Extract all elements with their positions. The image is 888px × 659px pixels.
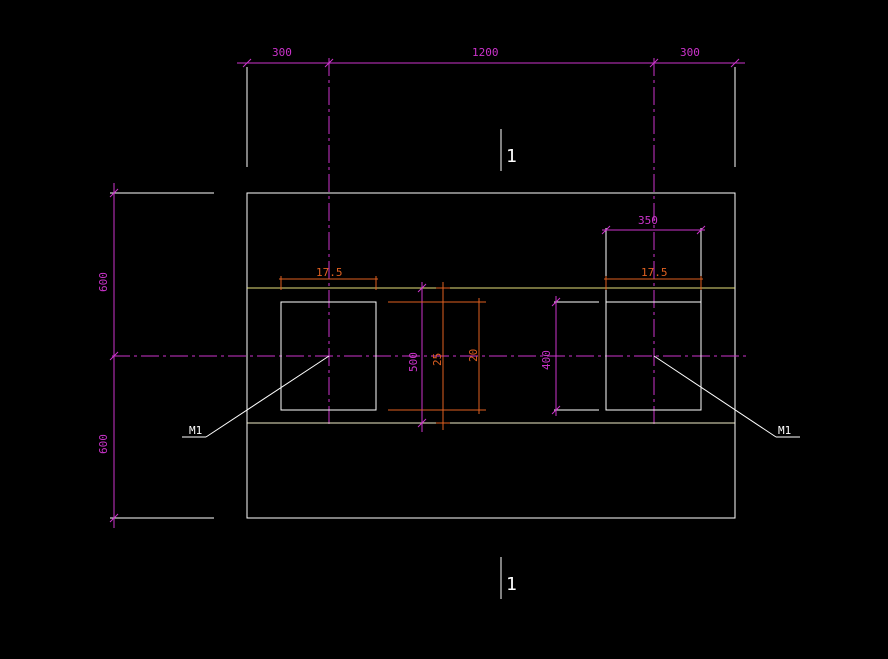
dim-tick bbox=[109, 188, 119, 198]
marker-label-right: M1 bbox=[778, 424, 791, 437]
marker-label-left: M1 bbox=[189, 424, 202, 437]
dim-middle-25: 25 bbox=[431, 353, 444, 366]
dim-tick bbox=[551, 405, 561, 415]
dim-tick bbox=[417, 283, 427, 293]
embedded-plate-right bbox=[605, 301, 702, 411]
dim-middle-20: 20 bbox=[467, 349, 480, 362]
dim-left-lower: 600 bbox=[97, 434, 110, 454]
dim-top-right: 300 bbox=[680, 46, 700, 59]
dim-left-cover: 17.5 bbox=[316, 266, 343, 279]
embedded-plate-left bbox=[280, 301, 377, 411]
dim-right-width: 350 bbox=[638, 214, 658, 227]
dim-middle-500: 500 bbox=[407, 352, 420, 372]
dim-top-middle: 1200 bbox=[472, 46, 499, 59]
dim-tick bbox=[417, 418, 427, 428]
dim-tick bbox=[551, 297, 561, 307]
dim-right-cover: 17.5 bbox=[641, 266, 668, 279]
dim-tick bbox=[696, 225, 706, 235]
dim-tick bbox=[601, 225, 611, 235]
section-mark-bottom-label: 1 bbox=[506, 574, 517, 595]
dim-tick bbox=[109, 513, 119, 523]
dim-top-left: 300 bbox=[272, 46, 292, 59]
leader-right bbox=[653, 355, 777, 438]
leader-left bbox=[205, 355, 330, 438]
dim-tick bbox=[242, 58, 252, 68]
section-mark-top-label: 1 bbox=[506, 146, 517, 167]
dim-right-400: 400 bbox=[540, 350, 553, 370]
dim-left-upper: 600 bbox=[97, 272, 110, 292]
dim-tick bbox=[730, 58, 740, 68]
